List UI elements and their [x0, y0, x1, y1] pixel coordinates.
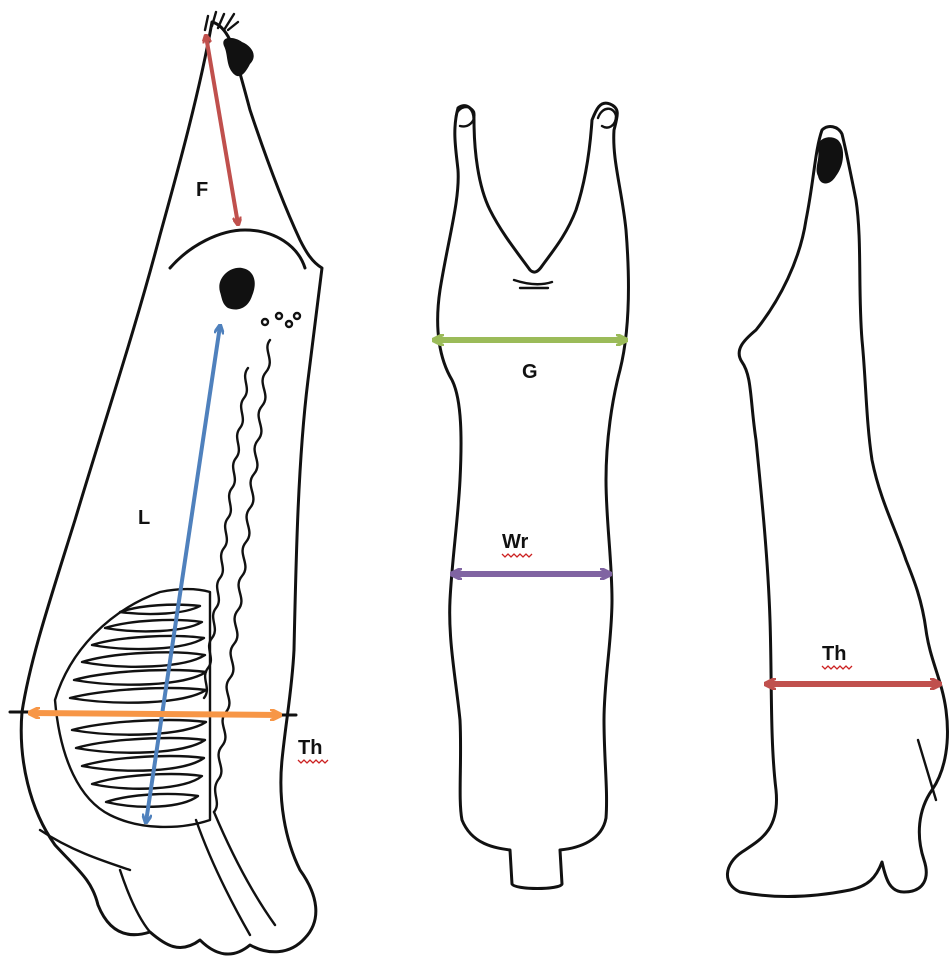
left-carcass-outline: [21, 22, 322, 954]
left-carcass-side-view: F L Th: [10, 12, 328, 954]
left-aitch-bone: [219, 268, 254, 310]
left-hock-knob: [223, 38, 253, 76]
left-ribs: [70, 605, 206, 807]
right-hock-knob: [817, 137, 844, 183]
left-ribcage-outline: [55, 589, 210, 827]
label-G: G: [522, 361, 538, 383]
middle-crotch-line: [514, 280, 552, 288]
right-hind-contour: [918, 740, 936, 800]
label-Wr: Wr: [502, 531, 529, 553]
label-L: L: [138, 507, 150, 529]
label-Wr-underline: [502, 554, 532, 557]
label-Th-side: Th: [298, 737, 322, 759]
middle-right-hock-knob: [598, 109, 616, 128]
label-Th-side-underline: [298, 760, 328, 763]
left-neck-lines: [196, 812, 275, 935]
middle-carcass-outline: [438, 103, 629, 888]
left-spine-beads: [262, 313, 300, 327]
middle-carcass-back-view: G Wr: [434, 103, 628, 888]
right-carcass-side-view: Th: [727, 127, 947, 897]
right-carcass-outline: [727, 127, 947, 897]
middle-left-hock-knob: [456, 107, 474, 126]
label-Th-right-underline: [822, 666, 852, 669]
left-pelvis-arc: [170, 230, 305, 268]
label-F: F: [196, 179, 208, 201]
label-Th-right: Th: [822, 643, 846, 665]
arrow-Th-side: [30, 713, 280, 715]
